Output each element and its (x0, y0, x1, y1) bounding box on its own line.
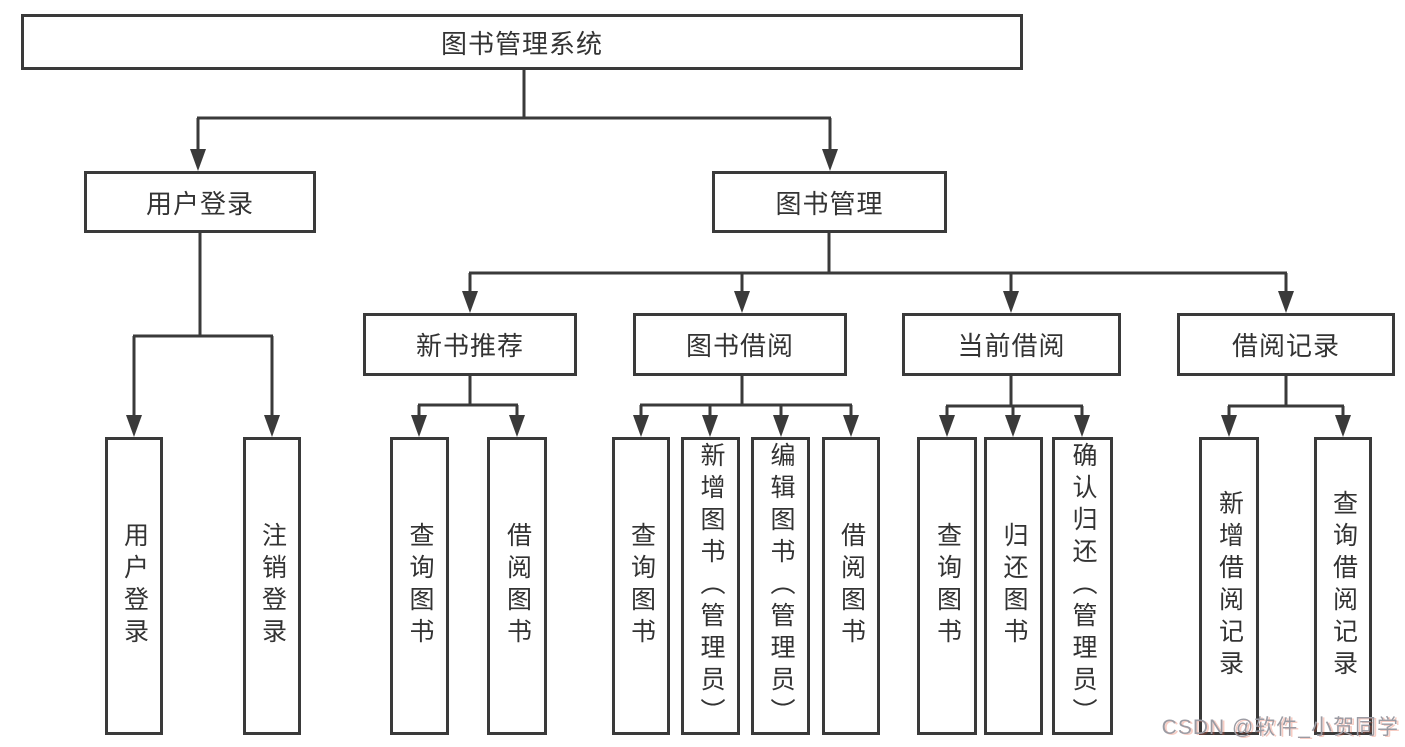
leaf-borrow-book-2-label: 借阅图书 (837, 522, 866, 650)
node-new-book-recommend: 新书推荐 (363, 313, 577, 376)
leaf-add-borrow-record: 新增借阅记录 (1199, 437, 1259, 735)
leaf-query-book-3: 查询图书 (917, 437, 977, 735)
node-current-borrow-label: 当前借阅 (957, 331, 1066, 361)
leaf-confirm-return-admin: 确认归还（管理员） (1052, 437, 1113, 735)
leaf-add-book-admin: 新增图书（管理员） (681, 437, 740, 735)
leaf-logout-label: 注销登录 (258, 522, 287, 650)
node-book-management: 图书管理 (712, 171, 947, 233)
leaf-user-login: 用户登录 (105, 437, 163, 735)
leaf-user-login-label: 用户登录 (120, 522, 149, 650)
leaf-borrow-book-2: 借阅图书 (822, 437, 880, 735)
leaf-edit-book-admin-label: 编辑图书（管理员） (767, 442, 795, 730)
leaf-add-book-admin-label: 新增图书（管理员） (697, 442, 725, 730)
node-root-system-label: 图书管理系统 (440, 28, 603, 59)
leaf-query-borrow-record-label: 查询借阅记录 (1329, 490, 1358, 682)
leaf-edit-book-admin: 编辑图书（管理员） (751, 437, 810, 735)
node-current-borrow: 当前借阅 (902, 313, 1121, 376)
node-user-login: 用户登录 (84, 171, 316, 233)
leaf-borrow-book-1: 借阅图书 (487, 437, 547, 735)
leaf-add-borrow-record-label: 新增借阅记录 (1215, 490, 1244, 682)
leaf-return-book-label: 归还图书 (1000, 522, 1028, 650)
node-book-borrow-label: 图书借阅 (685, 331, 794, 361)
node-book-borrow: 图书借阅 (633, 313, 847, 376)
leaf-query-borrow-record: 查询借阅记录 (1314, 437, 1372, 735)
node-book-management-label: 图书管理 (775, 188, 884, 219)
leaf-confirm-return-admin-label: 确认归还（管理员） (1069, 442, 1097, 730)
csdn-watermark: CSDN @软件_小贺同学 (1161, 716, 1399, 739)
node-user-login-label: 用户登录 (145, 188, 254, 219)
node-root-system: 图书管理系统 (21, 14, 1023, 70)
leaf-borrow-book-1-label: 借阅图书 (503, 522, 532, 650)
node-new-book-recommend-label: 新书推荐 (415, 331, 524, 361)
node-borrow-records-label: 借阅记录 (1231, 331, 1340, 361)
leaf-return-book: 归还图书 (984, 437, 1043, 735)
leaf-query-book-2: 查询图书 (612, 437, 670, 735)
leaf-query-book-3-label: 查询图书 (933, 522, 962, 650)
node-borrow-records: 借阅记录 (1177, 313, 1395, 376)
leaf-logout: 注销登录 (243, 437, 301, 735)
leaf-query-book-1: 查询图书 (390, 437, 449, 735)
leaf-query-book-1-label: 查询图书 (406, 522, 434, 650)
leaf-query-book-2-label: 查询图书 (627, 522, 656, 650)
